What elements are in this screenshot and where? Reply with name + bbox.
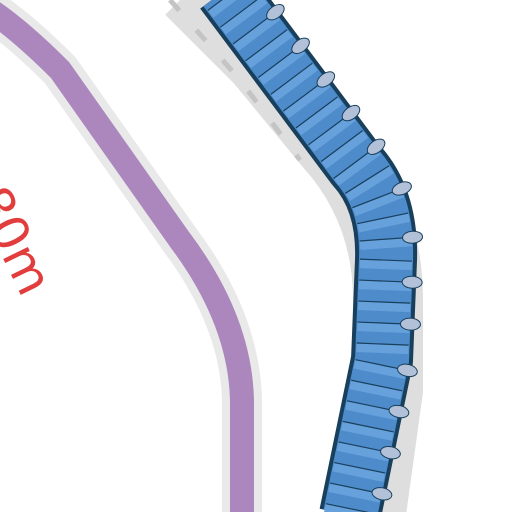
walkway-slat-line xyxy=(344,165,390,194)
walkway-slat xyxy=(357,213,410,233)
moving-walkway[interactable] xyxy=(200,0,424,512)
walkway-slat xyxy=(295,96,343,136)
walkway-slat xyxy=(358,280,412,292)
walkway-slat xyxy=(356,343,409,355)
walkway-slat-line xyxy=(351,379,403,392)
walkway-slat xyxy=(245,29,293,69)
walkway-slat xyxy=(283,80,331,119)
walkway-knob xyxy=(399,317,421,331)
walkway-slat xyxy=(332,462,386,482)
walkway-slat-line xyxy=(334,461,386,474)
walkway-knob xyxy=(402,230,424,244)
walkway-slat xyxy=(232,12,281,52)
walkway-knob xyxy=(341,104,361,122)
walking-route-line xyxy=(0,2,254,512)
walkway-slat-line xyxy=(207,0,223,11)
walkway-slat xyxy=(308,113,356,153)
walkway-knob xyxy=(266,4,285,21)
walkway-knob xyxy=(388,404,410,419)
walkway-knob xyxy=(391,181,412,196)
walkway-slat-line xyxy=(358,300,411,304)
walkway-slat xyxy=(220,0,268,35)
walkway-slats xyxy=(207,0,413,512)
walkway-knob xyxy=(380,445,401,460)
walkway-slat xyxy=(352,188,405,217)
walkway-knob xyxy=(401,275,423,289)
walkway-slat xyxy=(258,46,306,85)
walkway-slat xyxy=(333,147,381,186)
walkway-slat xyxy=(270,63,318,102)
walkway-slat-line xyxy=(342,420,394,433)
road-marking xyxy=(168,0,302,162)
walkway-slat-line xyxy=(245,29,288,62)
walkway-slat xyxy=(359,259,412,271)
walkway-slat-line xyxy=(325,503,370,512)
walkway-knob xyxy=(291,37,310,54)
walkway-knob xyxy=(316,71,336,88)
walkway-slat-line xyxy=(320,130,364,163)
walkway-slat xyxy=(357,322,410,334)
walkway-slat xyxy=(321,130,369,169)
walkway-slat-line xyxy=(295,96,338,129)
walkway-knob xyxy=(397,363,418,378)
walkway-knob xyxy=(366,138,386,155)
walkway-slat xyxy=(349,380,403,400)
walkway-knob xyxy=(371,487,393,501)
walkway-slat xyxy=(340,421,394,441)
walkway-slat-line xyxy=(270,62,313,95)
walkway-slat xyxy=(345,165,394,202)
walkway-slat xyxy=(207,0,237,18)
walkway-slat-line xyxy=(220,0,258,28)
walkway-slat-line xyxy=(356,342,409,346)
walkway-slat xyxy=(357,301,411,313)
walkway-slat-line xyxy=(357,212,409,225)
walkway-slat xyxy=(336,441,390,462)
walkway-knobs xyxy=(266,4,424,501)
walkway-slat xyxy=(328,483,381,503)
walkway-slat xyxy=(353,359,407,380)
walkway-slat-line xyxy=(359,258,412,262)
walkway-slat xyxy=(345,400,398,421)
